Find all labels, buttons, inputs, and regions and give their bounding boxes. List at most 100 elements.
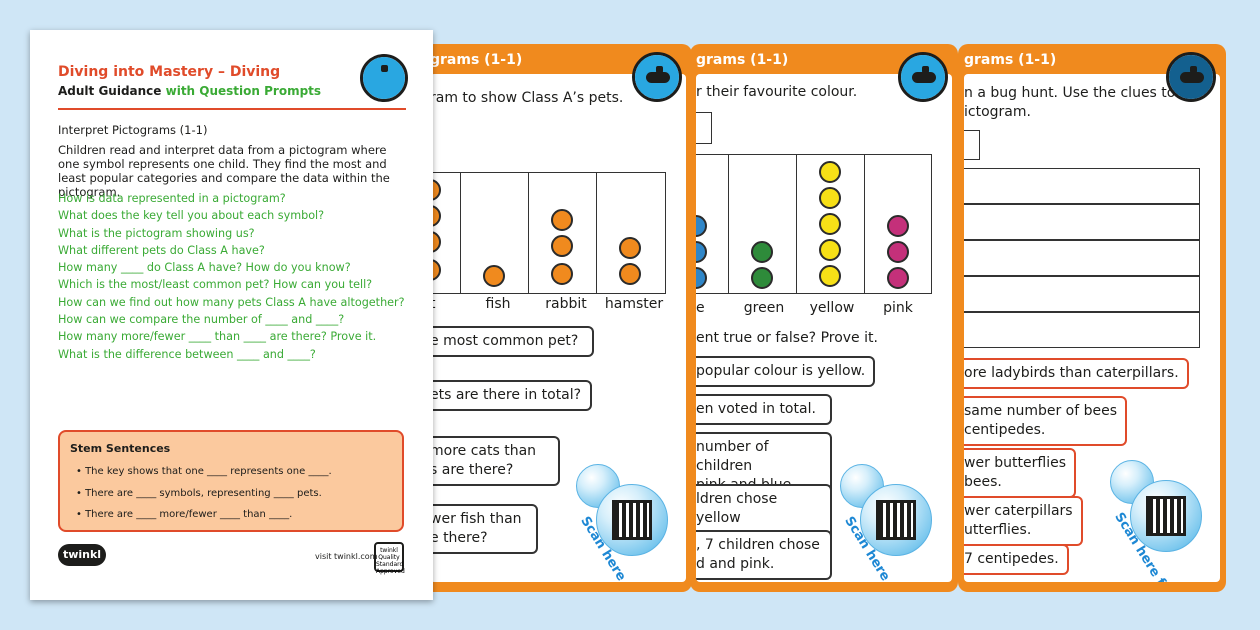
question-box: wer fish than e there?: [430, 504, 538, 554]
pictogram-column: [729, 155, 797, 293]
pictogram-column: [529, 173, 597, 293]
pictogram-grid: [430, 172, 666, 294]
card-instruction: n a bug hunt. Use the clues to ictogram.: [964, 85, 1175, 120]
section-heading: Interpret Pictograms (1-1): [58, 123, 208, 137]
card-body: ram to show Class A’s pets. t fish: [430, 74, 686, 582]
symbol-circle: [551, 263, 573, 285]
category-label: green: [743, 300, 785, 316]
title-rule: [58, 108, 406, 110]
question-prompt: What is the pictogram showing us?: [58, 226, 255, 240]
clue-box: 7 centipedes.: [964, 544, 1069, 575]
clue-box: wer butterflies bees.: [964, 448, 1076, 498]
subtitle-part-2: with Question Prompts: [161, 84, 322, 98]
sheet-title: Diving into Mastery – Diving: [58, 64, 281, 80]
submarine-badge-icon: [632, 52, 682, 102]
question-prompt: What is the difference between ____ and …: [58, 347, 316, 361]
question-prompt: How is data represented in a pictogram?: [58, 192, 286, 205]
help-bubble-small: [1110, 460, 1154, 504]
symbol-circle: [483, 265, 505, 287]
symbol-circle: [819, 187, 841, 209]
symbol-circle: [751, 267, 773, 289]
statement-box: en voted in total.: [696, 394, 832, 425]
worksheet-card-2: grams (1-1) r their favourite colour.: [690, 44, 958, 592]
category-label: pink: [883, 300, 913, 316]
pictogram-grid: [696, 154, 932, 294]
adult-guidance-sheet: Diving into Mastery – Diving Adult Guida…: [30, 30, 433, 600]
stem-sentences-box: Stem Sentences • The key shows that one …: [58, 430, 404, 532]
card-body: r their favourite colour.: [696, 74, 952, 582]
question-prompts: How is data represented in a pictogram? …: [58, 190, 405, 363]
card-title: grams (1-1): [430, 52, 523, 68]
submarine-badge-icon: [898, 52, 948, 102]
worksheet-card-1: grams (1-1) ram to show Class A’s pets.: [424, 44, 692, 592]
question-box: ets are there in total?: [430, 380, 592, 411]
pictogram-column: [461, 173, 529, 293]
symbol-circle: [551, 209, 573, 231]
question-box: e most common pet?: [430, 326, 594, 357]
stem-sentence: • There are ____ symbols, representing _…: [76, 487, 322, 499]
pictogram-column: [797, 155, 865, 293]
qr-code[interactable]: [1146, 496, 1186, 536]
stem-title: Stem Sentences: [70, 442, 171, 455]
subtitle-part-1: Adult Guidance: [58, 84, 162, 98]
question-prompt: How many ____ do Class A have? How do yo…: [58, 261, 351, 275]
pictogram-column: [597, 173, 665, 293]
question-prompt: How can we find out how many pets Class …: [58, 295, 405, 309]
symbol-circle: [751, 241, 773, 263]
pictogram-column: [696, 155, 729, 293]
symbol-circle: [696, 267, 707, 289]
pictogram-column: [865, 155, 931, 293]
clue-box: ore ladybirds than caterpillars.: [964, 358, 1189, 389]
category-label: rabbit: [545, 296, 587, 312]
symbol-circle: [619, 263, 641, 285]
clue-box: wer caterpillars utterflies.: [964, 496, 1083, 546]
pictogram-row: [964, 240, 1200, 276]
category-label: hamster: [604, 296, 664, 312]
category-label: e: [696, 300, 705, 316]
symbol-circle: [551, 235, 573, 257]
pictogram-row: [964, 312, 1200, 348]
quality-standard-icon: twinkl Quality Standard Approved: [374, 542, 405, 575]
symbol-circle: [887, 215, 909, 237]
clue-box: same number of bees centipedes.: [964, 396, 1128, 446]
category-label: yellow: [809, 300, 855, 316]
help-bubble: [596, 484, 668, 556]
symbol-circle: [887, 267, 909, 289]
submarine-badge-icon: [1166, 52, 1216, 102]
symbol-circle: [819, 161, 841, 183]
symbol-circle: [696, 241, 707, 263]
question-box: more cats than s are there?: [430, 436, 560, 486]
stem-sentence: • There are ____ more/fewer ____ than __…: [76, 509, 293, 520]
guidance-paragraph: Children read and interpret data from a …: [58, 143, 390, 199]
card-instruction: r their favourite colour.: [696, 84, 858, 100]
twinkl-logo: twinkl: [58, 544, 106, 566]
pictogram-column: [430, 173, 461, 293]
pictogram-row: [964, 276, 1200, 312]
key-box: [696, 112, 712, 144]
card-title: grams (1-1): [696, 52, 789, 68]
pictogram-row: [964, 204, 1200, 240]
symbol-circle: [819, 213, 841, 235]
pictogram-row: [964, 168, 1200, 204]
card-instruction: ram to show Class A’s pets.: [430, 90, 624, 106]
symbol-circle: [819, 265, 841, 287]
visit-link[interactable]: visit twinkl.com: [315, 552, 378, 561]
card-title: grams (1-1): [964, 52, 1057, 68]
question-prompt: What does the key tell you about each sy…: [58, 209, 325, 223]
card-instruction-2: ent true or false? Prove it.: [696, 330, 878, 346]
statement-box: , 7 children chose d and pink.: [696, 530, 832, 580]
qr-code[interactable]: [612, 500, 652, 540]
badge-inner: [363, 57, 405, 99]
key-box: [964, 130, 980, 160]
worksheet-card-3: grams (1-1) n a bug hunt. Use the clues …: [958, 44, 1226, 592]
category-label: fish: [485, 296, 511, 312]
statement-box: popular colour is yellow.: [696, 356, 876, 387]
submarine-badge-icon: [360, 54, 408, 102]
stem-sentence: • The key shows that one ____ represents…: [76, 466, 332, 477]
question-prompt: How can we compare the number of ____ an…: [58, 313, 345, 327]
question-prompt: How many more/fewer ____ than ____ are t…: [58, 330, 377, 344]
sheet-subtitle: Adult Guidance with Question Prompts: [58, 84, 321, 98]
symbol-circle: [619, 237, 641, 259]
qr-code[interactable]: [876, 500, 916, 540]
symbol-circle: [696, 215, 707, 237]
